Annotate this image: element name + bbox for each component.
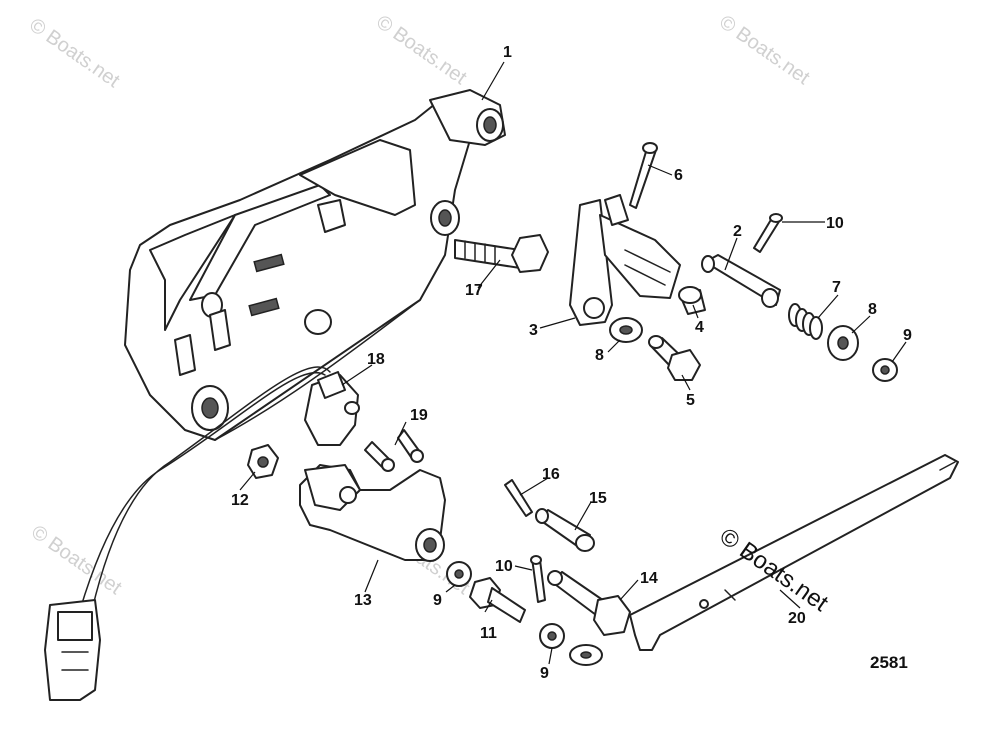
callout-8: 8 xyxy=(595,347,604,364)
callout-2: 2 xyxy=(733,223,742,240)
part-13-arm xyxy=(299,464,446,562)
callout-5: 5 xyxy=(686,392,695,409)
callout-17: 17 xyxy=(465,282,483,299)
callout-8: 8 xyxy=(868,301,877,318)
callout-9: 9 xyxy=(903,327,912,344)
callout-12: 12 xyxy=(231,492,249,509)
callout-11: 11 xyxy=(480,625,497,642)
part-10-cotter-pin xyxy=(530,555,546,603)
part-1-bracket xyxy=(124,89,506,441)
part-9-washer xyxy=(872,358,898,382)
callout-13: 13 xyxy=(354,592,372,609)
callout-19: 19 xyxy=(410,407,428,424)
part-12-nut xyxy=(247,444,279,479)
part-14-bolt xyxy=(547,570,631,636)
leader-lines xyxy=(239,61,907,665)
callout-15: 15 xyxy=(589,490,607,507)
part-11-stud xyxy=(469,577,526,623)
watermark: © Boats.net xyxy=(25,14,124,92)
callout-20: 20 xyxy=(788,610,806,627)
callout-9: 9 xyxy=(433,592,442,609)
watermark: © Boats.net xyxy=(27,521,126,599)
part-17-bolt xyxy=(454,234,549,273)
part-6-cotter-pin xyxy=(629,142,658,209)
diagram-reference-number: 2581 xyxy=(870,653,908,672)
callout-16: 16 xyxy=(542,466,560,483)
part-15-pin xyxy=(535,508,595,552)
callout-4: 4 xyxy=(695,319,704,336)
part-7-spring xyxy=(788,303,823,340)
watermark: © Boats.net xyxy=(715,11,814,89)
part-2-shaft xyxy=(701,254,781,308)
callout-3: 3 xyxy=(529,322,538,339)
part-18-sensor xyxy=(44,366,360,701)
part-5-bolt xyxy=(648,335,701,381)
callout-10: 10 xyxy=(826,215,844,232)
part-20-link-rod xyxy=(629,454,959,651)
part-10-cotter-pin xyxy=(753,213,783,253)
part-4-bushing xyxy=(678,286,706,315)
part-8-washer xyxy=(609,317,643,343)
part-3-lever xyxy=(569,194,681,326)
callout-9: 9 xyxy=(540,665,549,682)
callout-10: 10 xyxy=(495,558,513,575)
part-16-pin xyxy=(504,479,533,517)
part-8-washer xyxy=(827,325,859,361)
callout-18: 18 xyxy=(367,351,385,368)
part-9-washer xyxy=(446,561,472,587)
callout-7: 7 xyxy=(832,279,841,296)
watermark: © Boats.net xyxy=(372,11,471,89)
callout-6: 6 xyxy=(674,167,683,184)
callout-1: 1 xyxy=(503,44,512,61)
callout-labels: 1 2 3 4 5 6 7 8 8 9 9 9 10 10 11 12 13 1… xyxy=(231,44,912,682)
part-19-screws xyxy=(364,429,424,472)
part-9-washer xyxy=(539,623,603,666)
callout-14: 14 xyxy=(640,570,658,587)
